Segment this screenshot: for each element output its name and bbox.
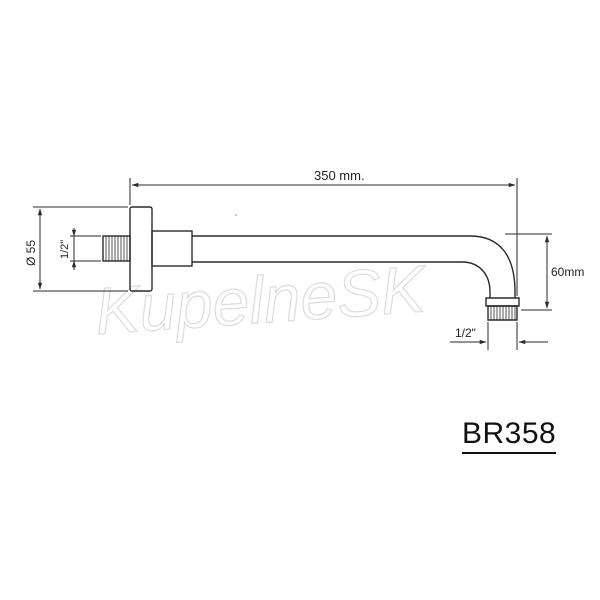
model-code: BR358 — [462, 419, 557, 454]
inlet-thread — [102, 235, 131, 262]
thread-hatching — [105, 236, 128, 261]
dimension-outlet-drop — [505, 233, 552, 311]
shower-arm-outline — [102, 206, 520, 321]
overall-length-label: 350 mm. — [314, 168, 365, 183]
arm-tube — [192, 235, 516, 298]
inlet-thread-label: 1/2" — [59, 240, 71, 259]
flange-diameter-label: Ø 55 — [24, 240, 38, 266]
outlet-drop-label: 60mm — [551, 265, 584, 279]
dimension-inlet-thread — [70, 228, 101, 270]
dimension-outlet-thread — [450, 322, 548, 350]
collar — [151, 230, 193, 267]
outlet-nut — [485, 297, 520, 307]
dimension-flange-diameter — [33, 206, 128, 292]
dimension-overall-length — [129, 178, 518, 296]
outlet-thread-label: 1/2" — [455, 326, 476, 340]
watermark: KupelneSK — [93, 251, 431, 348]
